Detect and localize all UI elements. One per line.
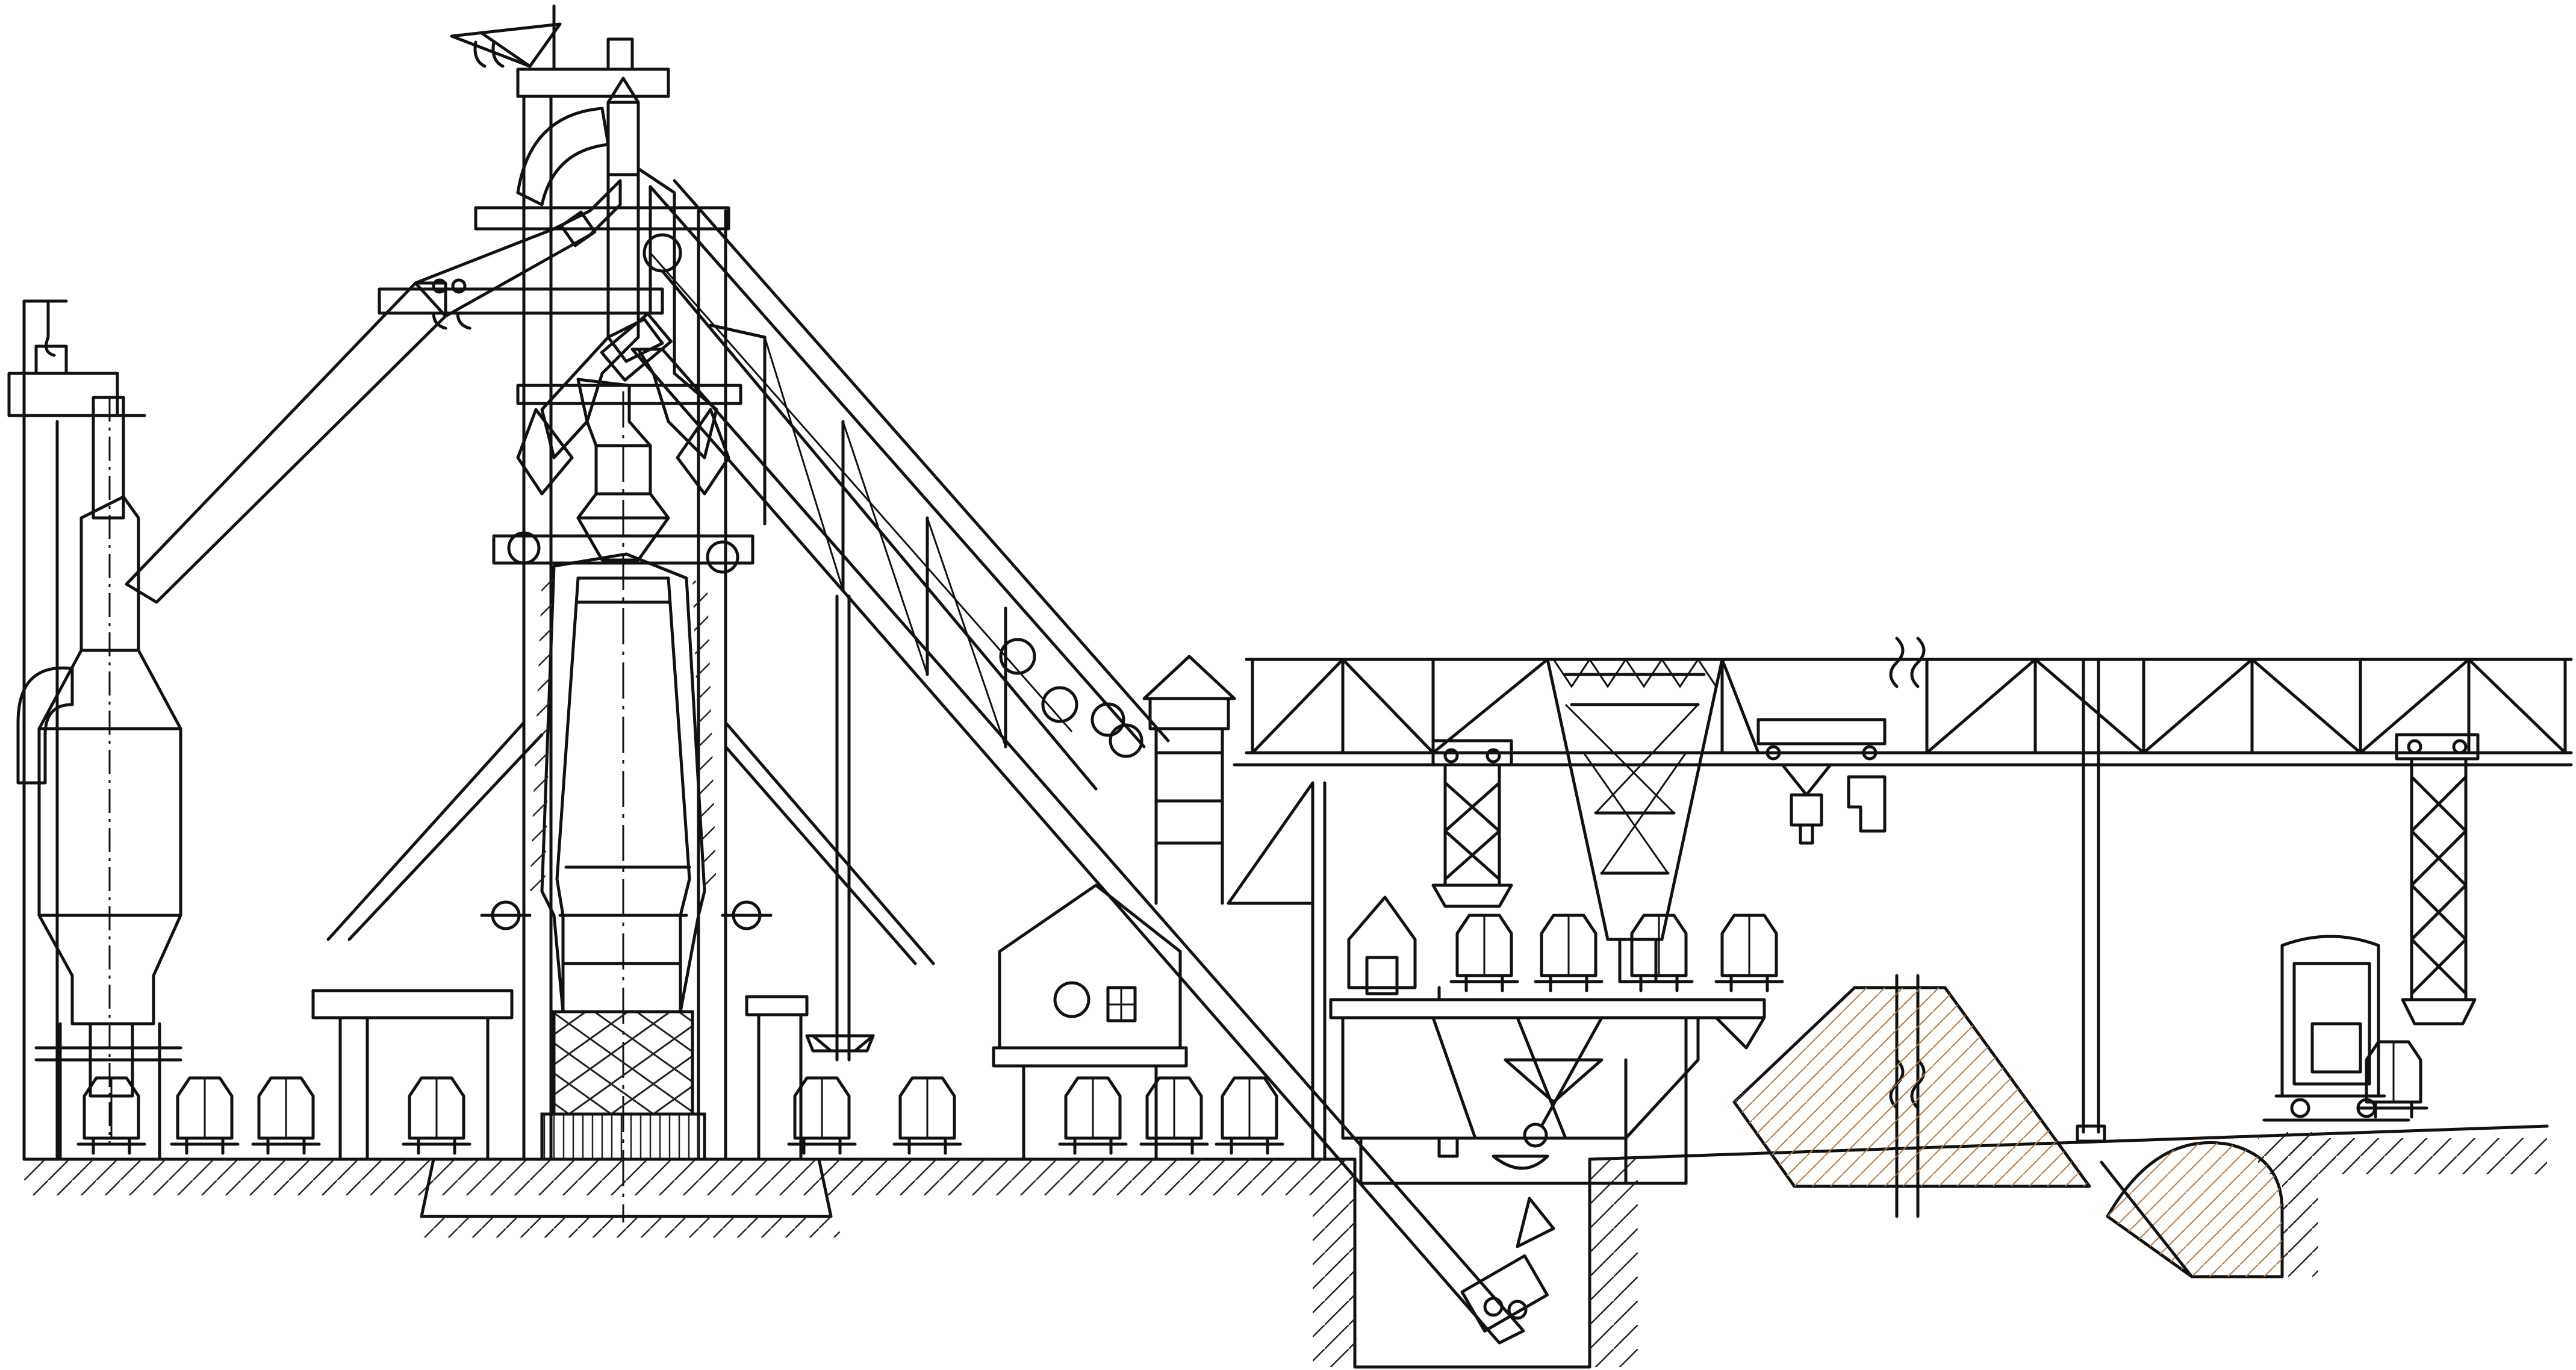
slag-ladle xyxy=(811,1034,875,1053)
ore-car-icon xyxy=(402,1076,471,1155)
skip-hoist-incline xyxy=(600,179,1549,1345)
ore-car-icon xyxy=(787,1076,857,1155)
control-house xyxy=(992,883,1188,1161)
ore-stockpiles xyxy=(1732,986,2318,1278)
ground-line xyxy=(22,1124,2549,1369)
blast-furnace-shaft xyxy=(530,391,717,1222)
ore-car-icon xyxy=(1449,914,1519,992)
ore-car-icon xyxy=(1215,1076,1284,1155)
ore-car-icon xyxy=(251,1076,321,1155)
ore-car-icon xyxy=(892,1076,962,1155)
ore-car-icon xyxy=(1058,1076,1128,1155)
truss-web xyxy=(1251,658,2567,755)
ore-car-icon xyxy=(1534,914,1604,992)
ore-car-icon xyxy=(170,1076,240,1155)
signal-tower xyxy=(1142,655,1327,1161)
ore-car-icon xyxy=(1139,1076,1209,1155)
downcomer-duct xyxy=(125,76,730,604)
dust-catcher xyxy=(7,299,182,1161)
ore-car-icon xyxy=(1624,914,1694,992)
ore-bridge-crane xyxy=(1233,637,2573,1218)
ore-bins xyxy=(1329,895,1766,1248)
transfer-cars xyxy=(76,914,2428,1155)
charging-bell-hopper xyxy=(576,378,670,562)
rail-wagon xyxy=(2262,935,2410,1122)
ore-car-icon xyxy=(76,1076,146,1155)
ore-car-icon xyxy=(1714,914,1784,992)
